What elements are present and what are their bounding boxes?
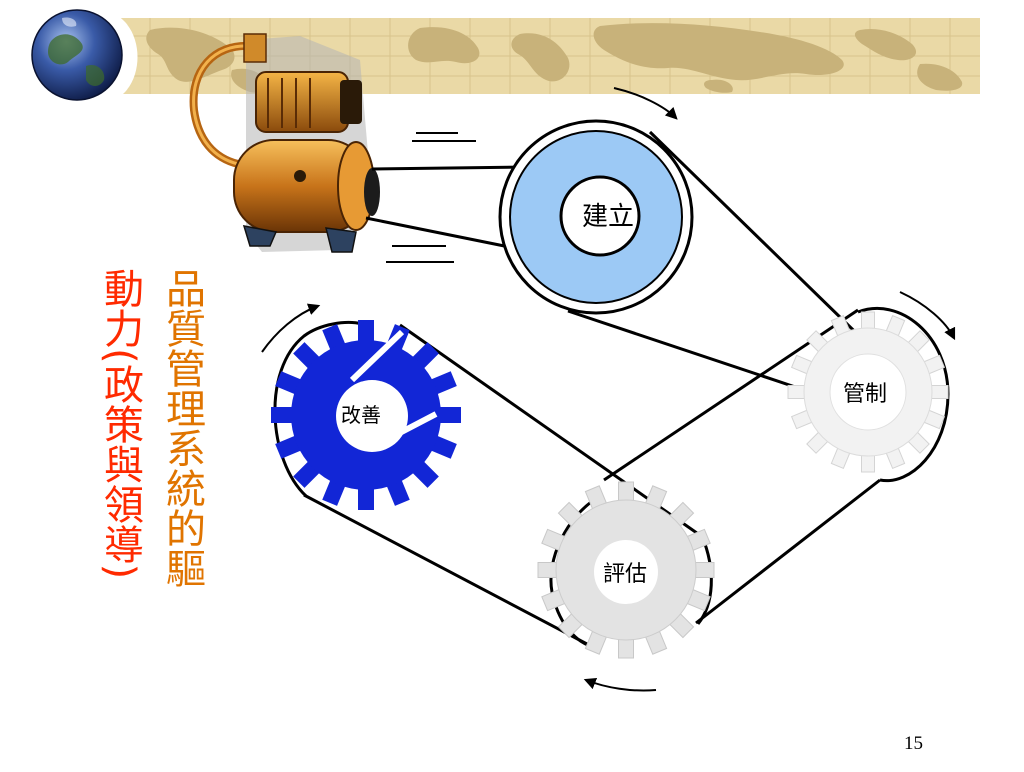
gear-label-control: 管制 — [843, 382, 887, 407]
evaluate-gear: 評估 — [537, 481, 715, 659]
gear-tooth — [358, 486, 374, 510]
gear-tooth — [358, 320, 374, 344]
gear-label-establish: 建立 — [582, 202, 634, 232]
establish-pulley: 建立 — [498, 119, 694, 315]
gear-label-evaluate: 評估 — [603, 562, 647, 587]
globe-icon — [31, 9, 123, 101]
improve-gear: 改善 — [271, 320, 461, 510]
page-number: 15 — [904, 733, 923, 754]
control-gear: 管制 — [787, 311, 949, 473]
speed-lines — [386, 132, 476, 263]
gear-label-improve: 改善 — [341, 403, 381, 427]
header-banner — [100, 10, 980, 104]
title-line-1: 品質管理系統的驅 — [159, 268, 205, 588]
gear-tooth — [271, 407, 295, 423]
pump-motor-icon — [189, 33, 380, 253]
rotation-arrow-icon — [261, 87, 956, 692]
gear-tooth — [437, 407, 461, 423]
title-line-2: 動力(政策與領導) — [97, 268, 143, 580]
